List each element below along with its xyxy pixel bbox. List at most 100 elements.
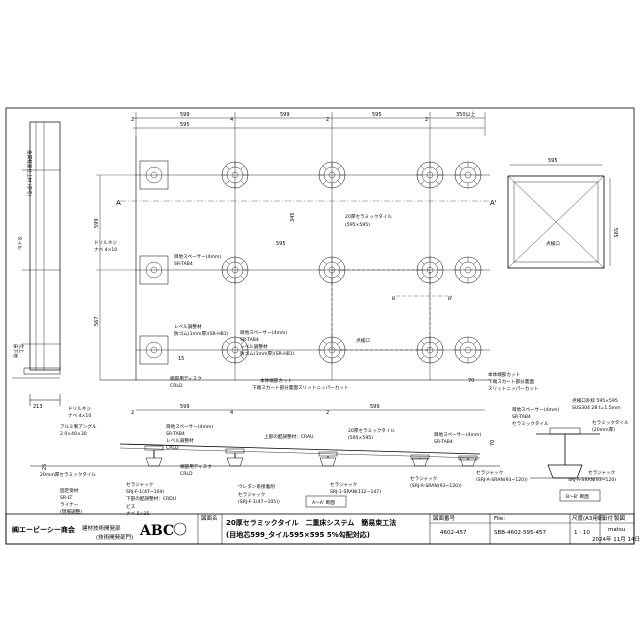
dim-4: 4 xyxy=(230,117,233,123)
drawing-label: 図面名 xyxy=(201,514,218,522)
dim-top-599b: 599 xyxy=(280,112,290,118)
sec-jack2: セラジャック xyxy=(238,492,265,498)
left-box-label-1: 床下地 xyxy=(12,344,19,358)
sec-dim-599b: 599 xyxy=(370,404,380,410)
plan-spacer-code-2: SR-TAB4 xyxy=(240,337,259,343)
section-marker-a: A xyxy=(116,199,121,207)
bb-tile2-size: (20mm厚) xyxy=(592,427,615,433)
pedestal-section xyxy=(225,448,245,467)
section-pedestal-group xyxy=(144,445,478,467)
file-label: File: xyxy=(494,516,505,522)
bb-spacer-code: SR-TAB4 xyxy=(512,414,531,420)
dim-sub-595: 595 xyxy=(180,122,190,128)
plan-edge-disc-code: CRLD xyxy=(170,383,183,389)
company-logo-icon xyxy=(173,522,187,536)
dim-2-3: 2 xyxy=(425,117,428,123)
pedestal-section xyxy=(458,455,478,467)
plan-edge-cut-3: スリットニッパーカット xyxy=(488,386,539,392)
sec-dim-70: 70 xyxy=(490,440,496,446)
company-dept-2: (技術開発部門) xyxy=(96,533,133,541)
drawing-title-2: (目地芯599_タイル595×595 5%勾配対応) xyxy=(226,530,370,539)
plan-bottom-cut: 本体端部カット xyxy=(260,377,292,384)
drawn-label: 製図 xyxy=(614,514,626,522)
bb-jack: セラジャック xyxy=(588,470,615,476)
title-block: ㈱エービーシー商会 建材技術開発部 (技術開発部門) ABC 図面名 20厚セラ… xyxy=(5,513,640,545)
file-name: SBB-4602-595-457 xyxy=(494,530,546,536)
plan-rubber: 防ゴム(1mm厚)(SR-HB1) xyxy=(174,330,229,337)
sec-bb-title: B～B' 断面 xyxy=(566,493,589,500)
sec-disc: 端部用ディスク xyxy=(180,463,212,470)
plan-edge-cut-2: 下端スカート部分裏面 xyxy=(488,378,534,385)
sec-bottom: 下部の配調整材：CRDU xyxy=(126,495,176,502)
sec-jack3: セラジャック xyxy=(330,482,357,488)
pedestal-plan xyxy=(454,161,482,189)
dim-mid-595: 595 xyxy=(276,241,286,247)
detail-dim-side: 595 xyxy=(612,228,618,238)
sec-jack: セラジャック xyxy=(126,482,153,488)
dim-left-567: 567 xyxy=(94,316,100,326)
plan-tile-label: 20厚セラミックタイル xyxy=(345,213,392,220)
sec-base-code: SR-LT xyxy=(60,495,73,501)
sec-drill-size: ナベ 4×10 xyxy=(68,413,91,419)
inspection-detail: 595 595 点検口 xyxy=(507,158,618,269)
bb-inspect-frame: 点検口外枠 595×595 xyxy=(572,397,618,404)
sec-dim-2a: 2 xyxy=(131,410,134,416)
sec-jack-code: SRJ-F-1(47~104) xyxy=(126,489,164,495)
plan-tile-size: (595×595) xyxy=(345,222,370,228)
sec-spacer2: 目地スペーサー(4mm) xyxy=(434,431,481,438)
sec-al-size: 2.0×40×30 xyxy=(60,431,87,437)
plan-callouts: 20厚セラミックタイル (595×595) 目地スペーサー(4mm) SR-TA… xyxy=(94,213,539,392)
edge-pedestal-plan xyxy=(139,335,169,365)
pedestal-plan xyxy=(416,161,444,189)
plan-spacer-label-2: 目地スペーサー(4mm) xyxy=(240,329,287,336)
sec-jack3-code: SRJ-1-SRAN(112~147) xyxy=(330,489,381,495)
sec-tile2-size: (595×595) xyxy=(348,435,373,441)
section-b-b: 点検口外枠 595×595 SUS304 28 t=1.5mm 目地スペーサー(… xyxy=(512,397,629,502)
bb-tile: セラミックタイル xyxy=(512,420,549,427)
sec-tile2: 20厚セラミックタイル xyxy=(348,427,395,434)
plan-spacer-label: 目地スペーサー(4mm) xyxy=(174,253,221,260)
pedestal-plan xyxy=(318,161,346,189)
sec-al-angle: アルミ製アングル xyxy=(60,423,97,430)
drawn-by: matsu xyxy=(608,527,625,533)
sec-spacer: 目地スペーサー(4mm) xyxy=(166,423,213,430)
plan-drill-screw: ドリルネジ xyxy=(94,240,117,246)
bb-inspect-mat: SUS304 28 t=1.5mm xyxy=(572,405,621,411)
left-box-label-2: 仕上 xyxy=(18,344,25,354)
dim-top-350: 350以上 xyxy=(456,111,476,118)
plan-drill-size: ナベ 4×10 xyxy=(94,247,117,253)
pedestal-section xyxy=(144,445,164,467)
dim-15: 15 xyxy=(178,356,184,362)
abc-logo: ABC xyxy=(139,523,174,539)
pedestal-plan xyxy=(454,256,482,284)
bb-tile2: セラミックタイル xyxy=(592,419,629,426)
pedestal-group xyxy=(139,160,482,365)
drawing-number: 4602-457 xyxy=(440,530,467,536)
plan-bottom-cut-2: 下端スカート部分裏面スリットニッパーカット xyxy=(252,384,348,391)
plan-edge-cut: 本体端部カット xyxy=(488,371,520,378)
sec-urethane: ウレタン系接着剤 xyxy=(238,483,275,490)
company-name: ㈱エービーシー商会 xyxy=(12,525,76,534)
sec-spacer-code: SR-TAB4 xyxy=(166,431,185,437)
pedestal-plan xyxy=(318,256,346,284)
plan-inspection-label: 点検口 xyxy=(356,337,370,344)
sec-dim-25: 25 xyxy=(42,464,48,470)
sec-jack5: セラジャック xyxy=(476,470,503,476)
bb-spacer: 目地スペーサー(4mm) xyxy=(512,406,559,413)
sec-screw: ビス xyxy=(126,503,136,510)
plan-level-adjust-2: レベル調整材 xyxy=(240,343,268,350)
number-label: 図面番号 xyxy=(433,515,456,522)
sec-drill: ドリルネジ xyxy=(68,406,91,412)
edge-pedestal-plan xyxy=(139,255,169,285)
sec-dim-599a: 599 xyxy=(180,404,190,410)
pedestal-section xyxy=(318,451,338,467)
left-wall-label: 金属軽量仕上材 (参考) xyxy=(26,150,33,197)
sec-level-code: CRLD xyxy=(166,445,179,451)
left-wall-label-2: タイル xyxy=(16,236,23,250)
company-dept: 建材技術開発部 xyxy=(82,524,121,532)
sec-liner: ライナー xyxy=(60,502,79,508)
pedestal-plan xyxy=(221,336,249,364)
plan-edge-disc: 端部用ディスク xyxy=(170,375,202,382)
